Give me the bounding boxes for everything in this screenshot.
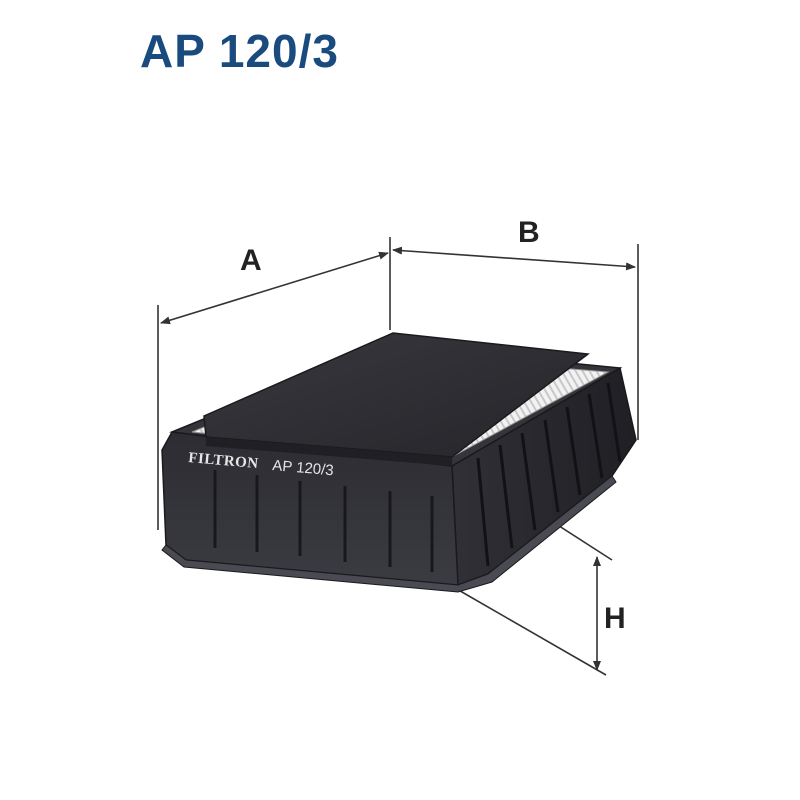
dimension-h: H: [593, 556, 626, 671]
dimension-b: B: [392, 216, 636, 271]
dimension-b-arrow: [392, 246, 636, 271]
product-title: AP 120/3: [140, 25, 339, 77]
filter-code-marking: AP 120/3: [272, 457, 335, 479]
dimension-a-label: A: [240, 244, 262, 277]
filter-side-ribs: [476, 382, 622, 567]
air-filter: FILTRON AP 120/3: [161, 332, 637, 593]
dimension-a-arrow: [160, 251, 389, 325]
filter-brand-marking: FILTRON: [188, 450, 260, 472]
filter-foam-pad: [203, 332, 590, 458]
filter-foam-pad-edge: [206, 437, 452, 466]
dimension-h-label: H: [604, 602, 626, 635]
filter-front-ribs: [213, 470, 434, 572]
filter-bottom-lip: [161, 475, 617, 593]
dimension-a: A: [160, 244, 389, 325]
dimension-b-label: B: [518, 216, 540, 249]
